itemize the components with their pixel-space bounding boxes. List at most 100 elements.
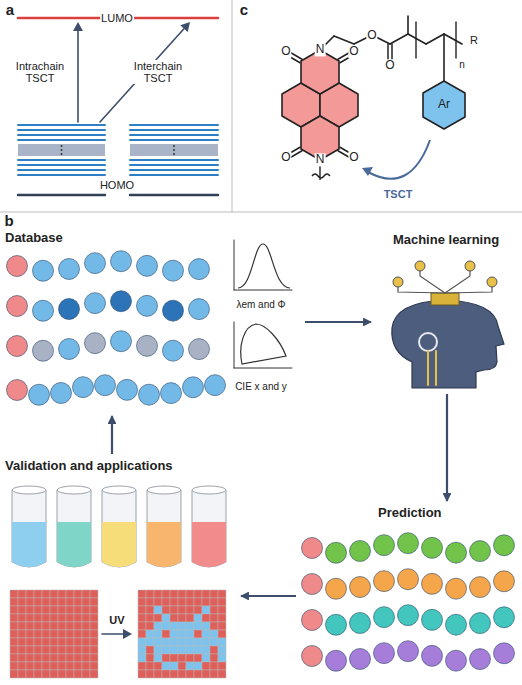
pixel-cell	[50, 638, 58, 646]
pixel-cell	[66, 606, 74, 614]
repeat-bracket	[415, 22, 416, 58]
pixel-cell	[50, 646, 58, 654]
pixel-cell	[178, 606, 186, 614]
pixel-cell	[18, 670, 26, 678]
pixel-cell	[178, 590, 186, 598]
homo-level	[18, 174, 105, 176]
bond	[376, 37, 390, 44]
pixel-cell	[178, 638, 186, 646]
pixel-cell	[178, 670, 186, 678]
pixel-cell	[170, 598, 178, 606]
pixel-cell	[170, 622, 178, 630]
pixel-cell	[162, 662, 170, 670]
homo-level	[18, 194, 105, 197]
pixel-cell	[162, 590, 170, 598]
pixel-cell	[26, 646, 34, 654]
plot-axis	[234, 368, 292, 369]
pixel-cell	[210, 606, 218, 614]
pixel-cell	[42, 638, 50, 646]
pixel-cell	[210, 630, 218, 638]
polymer-bead	[59, 298, 80, 319]
pixel-cell	[218, 606, 226, 614]
pixel-cell	[170, 614, 178, 622]
stage-heading: Validation and applications	[5, 458, 173, 473]
lumo-level	[130, 17, 218, 20]
pixel-cell	[146, 654, 154, 662]
pixel-cell	[18, 606, 26, 614]
annotation-label: O	[280, 45, 291, 58]
predicted-bead	[446, 614, 467, 635]
predicted-bead	[446, 542, 467, 563]
polymer-bead	[139, 384, 160, 405]
pixel-cell	[66, 622, 74, 630]
pixel-cell	[58, 614, 66, 622]
predicted-bead	[326, 650, 347, 671]
pixel-cell	[186, 614, 194, 622]
predicted-bead	[302, 610, 323, 631]
pixel-cell	[154, 662, 162, 670]
annotation-label: N	[315, 153, 326, 166]
pixel-cell	[58, 670, 66, 678]
pixel-cell	[90, 670, 98, 678]
circuit-node	[415, 261, 425, 271]
pixel-cell	[10, 606, 18, 614]
pixel-cell	[162, 630, 170, 638]
ellipsis-dot	[61, 149, 63, 151]
predicted-bead	[446, 578, 467, 599]
pixel-cell	[82, 654, 90, 662]
pixel-cell	[218, 662, 226, 670]
ellipsis-dot	[173, 153, 175, 155]
polymer-bead	[189, 259, 210, 280]
panel-letter: b	[4, 213, 13, 230]
predicted-bead	[374, 535, 395, 556]
pixel-cell	[186, 646, 194, 654]
pixel-cell	[10, 646, 18, 654]
pixel-cell	[42, 598, 50, 606]
pixel-cell	[90, 638, 98, 646]
pixel-cell	[34, 670, 42, 678]
pixel-cell	[66, 630, 74, 638]
flow-arrow	[241, 595, 296, 597]
pixel-cell	[162, 606, 170, 614]
pixel-cell	[10, 638, 18, 646]
flow-arrow	[111, 416, 113, 454]
bond	[443, 34, 445, 81]
pixel-cell	[186, 662, 194, 670]
homo-level	[18, 124, 105, 126]
circuit-node	[487, 277, 497, 287]
pixel-cell	[18, 646, 26, 654]
pixel-cell	[58, 598, 66, 606]
pixel-cell	[74, 590, 82, 598]
pixel-cell	[58, 590, 66, 598]
robot-head	[392, 300, 504, 388]
homo-level	[130, 194, 218, 197]
pixel-cell	[178, 654, 186, 662]
pixel-cell	[178, 630, 186, 638]
pixel-cell	[50, 614, 58, 622]
pixel-cell	[218, 670, 226, 678]
interchain-arrow-head	[180, 22, 190, 32]
pixel-cell	[162, 654, 170, 662]
repeat-bracket	[455, 22, 456, 58]
plot-label: λem and Φ	[236, 299, 285, 310]
tsct-arrow-head	[362, 167, 373, 176]
bond	[390, 34, 408, 44]
homo-level	[130, 124, 218, 126]
pixel-cell	[218, 654, 226, 662]
double-bond	[387, 44, 389, 59]
pixel-cell	[50, 654, 58, 662]
aryl-ring	[423, 81, 465, 129]
flow-arrow	[446, 394, 448, 501]
pixel-cell	[202, 606, 210, 614]
polymer-bead	[111, 291, 132, 312]
annotation-label: O	[366, 29, 377, 42]
pixel-cell	[90, 662, 98, 670]
pixel-cell	[146, 638, 154, 646]
vial-rim	[57, 486, 91, 494]
stage-heading: Machine learning	[393, 232, 499, 247]
pixel-cell	[162, 646, 170, 654]
predicted-bead	[398, 605, 419, 626]
homo-level	[18, 164, 105, 166]
annotation-label: HOMO	[99, 179, 135, 191]
pixel-cell	[26, 630, 34, 638]
